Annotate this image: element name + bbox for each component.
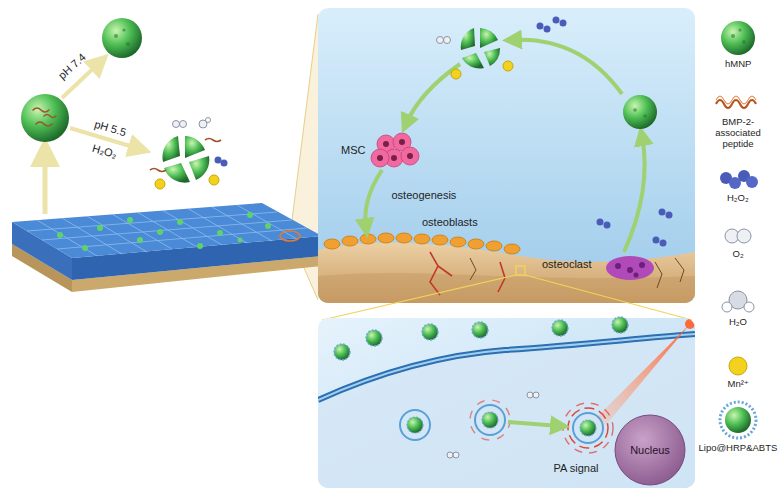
- legend-text: O₂: [733, 248, 744, 259]
- process-label: osteogenesis: [392, 189, 457, 202]
- legend-text: H₂O: [729, 316, 747, 327]
- node-text: Nucleus: [630, 444, 670, 456]
- legend-text: Lipo@HRP&ABTS: [699, 442, 778, 453]
- cell-label: osteoclast: [542, 258, 592, 271]
- legend-text: Mn²⁺: [728, 378, 749, 389]
- nucleus-circle: Nucleus: [614, 414, 686, 486]
- legend-text: hMNP: [725, 58, 751, 69]
- reagent-label: H₂O₂: [90, 141, 118, 160]
- legend-text: H₂O₂: [727, 192, 749, 203]
- legend-text: BMP-2-associated peptide: [700, 116, 776, 149]
- signal-label: PA signal: [554, 462, 599, 475]
- cell-label: osteoblasts: [422, 216, 478, 229]
- cell-label: MSC: [341, 144, 365, 157]
